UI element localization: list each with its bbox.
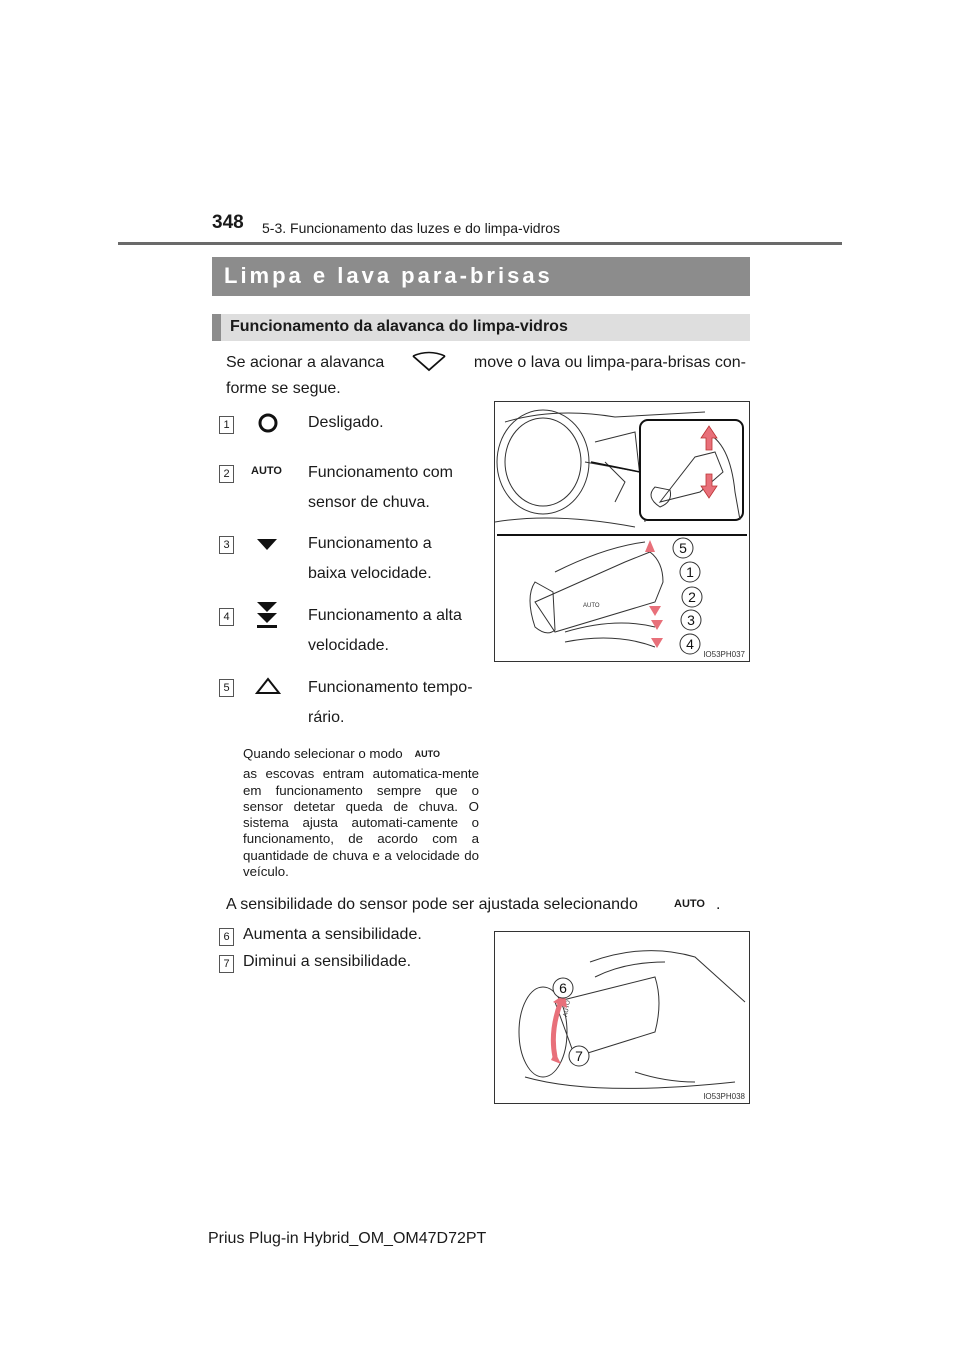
note-body: as escovas entram automatica-mente em fu… xyxy=(243,766,479,880)
item-number-4: 4 xyxy=(219,608,234,626)
temporary-icon xyxy=(254,677,282,700)
header-divider xyxy=(118,242,842,245)
mode-1-text: Desligado. xyxy=(308,408,478,438)
item-number-6: 6 xyxy=(219,928,234,946)
manual-name: Prius Plug-in Hybrid_OM_OM47D72PT xyxy=(208,1230,487,1247)
mode-2-text: Funcionamento com sensor de chuva. xyxy=(308,458,478,518)
mode-3-line2: baixa velocidade. xyxy=(308,565,432,582)
figure-id: IO53PH037 xyxy=(703,650,745,659)
mode-4-line2: velocidade. xyxy=(308,637,389,654)
wiper-lever-illustration: AUTO 5 1 2 3 4 xyxy=(495,409,747,655)
auto-icon: AUTO xyxy=(674,898,705,910)
mode-5-text: Funcionamento tempo- rário. xyxy=(308,673,478,733)
callout-7-label: 7 xyxy=(575,1048,583,1064)
section-title: Limpa e lava para-brisas xyxy=(212,257,750,296)
sensitivity-increase-text: Aumenta a sensibilidade. xyxy=(243,926,422,943)
item-number-7: 7 xyxy=(219,955,234,973)
wiper-icon xyxy=(409,350,449,372)
item-number-1: 1 xyxy=(219,416,234,434)
mode-4-text: Funcionamento a alta velocidade. xyxy=(308,601,478,661)
callout-7 xyxy=(568,1045,590,1067)
mode-2-line1: Funcionamento com xyxy=(308,464,453,481)
sensitivity-illustration: AUTO 6 7 xyxy=(518,950,746,1089)
auto-mode-note: Quando selecionar o modo AUTO as escovas… xyxy=(243,746,479,880)
callout-6-label: 6 xyxy=(559,980,567,996)
item-number-3: 3 xyxy=(219,536,234,554)
intro-text-part1: Se acionar a alavanca xyxy=(226,354,385,371)
intro-paragraph: Se acionar a alavanca move o lava ou lim… xyxy=(226,350,746,402)
mode-5-line2: rário. xyxy=(308,709,345,726)
lever-auto-text-2: AUTO xyxy=(563,1000,572,1018)
intro-text-line2: forme se segue. xyxy=(226,380,341,397)
figure-id: IO53PH038 xyxy=(703,1092,745,1101)
lever-auto-text: AUTO xyxy=(583,603,600,609)
callout-1-label: 1 xyxy=(686,564,694,580)
breadcrumb: 5-3. Funcionamento das luzes e do limpa-… xyxy=(262,220,561,236)
callout-5-label: 5 xyxy=(679,540,687,556)
mode-2-line2: sensor de chuva. xyxy=(308,494,430,511)
wiper-lever-figure: AUTO 5 1 2 3 4 IO53PH037 xyxy=(494,401,750,662)
callout-2 xyxy=(681,586,703,608)
callout-4-label: 4 xyxy=(686,636,694,652)
mode-5-line1: Funcionamento tempo- xyxy=(308,679,473,696)
sensitivity-figure: AUTO 6 7 IO53PH038 xyxy=(494,931,750,1104)
item-number-5: 5 xyxy=(219,679,234,697)
sensitivity-period: . xyxy=(716,896,721,913)
auto-icon: AUTO xyxy=(414,749,441,759)
callout-4 xyxy=(679,633,701,655)
sensitivity-text: A sensibilidade do sensor pode ser ajust… xyxy=(226,896,638,913)
mode-3-text: Funcionamento a baixa velocidade. xyxy=(308,529,478,589)
callout-5 xyxy=(672,537,694,559)
callout-3 xyxy=(680,609,702,631)
item-number-2: 2 xyxy=(219,465,234,483)
intro-text-part2: move o lava ou limpa-para-brisas con- xyxy=(473,354,746,371)
circle-off-icon xyxy=(256,411,280,440)
high-speed-icon xyxy=(256,601,278,636)
auto-icon: AUTO xyxy=(251,465,282,477)
callout-3-label: 3 xyxy=(687,612,695,628)
mode-4-line1: Funcionamento a alta xyxy=(308,607,462,624)
callout-1 xyxy=(679,561,701,583)
note-line1: Quando selecionar o modo xyxy=(243,746,403,761)
mode-1-line1: Desligado. xyxy=(308,414,384,431)
callout-6 xyxy=(552,977,574,999)
sensitivity-decrease-text: Diminui a sensibilidade. xyxy=(243,953,412,970)
low-speed-icon xyxy=(256,538,278,557)
subsection-title: Funcionamento da alavanca do limpa-vidro… xyxy=(212,314,750,341)
page-number: 348 xyxy=(212,212,244,233)
mode-3-line1: Funcionamento a xyxy=(308,535,432,552)
callout-2-label: 2 xyxy=(688,589,696,605)
